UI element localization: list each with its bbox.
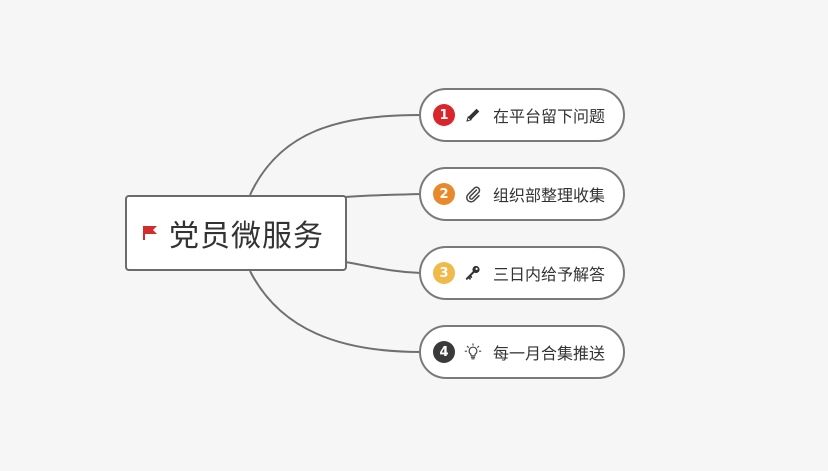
- key-icon: [465, 265, 480, 280]
- branch-label-4: 每一月合集推送: [493, 344, 606, 363]
- connector-branch-2: [344, 193, 422, 198]
- branch-node-3[interactable]: 3 三日内给予解答: [419, 246, 625, 300]
- connector-branch-1: [249, 114, 422, 196]
- central-topic[interactable]: 党员微服务: [125, 195, 347, 271]
- flag-icon: [143, 226, 157, 240]
- lightbulb-icon: [464, 343, 482, 360]
- connector-branch-3: [344, 261, 422, 274]
- pencil-icon: [466, 108, 480, 122]
- priority-badge-4: 4: [433, 341, 455, 363]
- branch-label-3: 三日内给予解答: [493, 265, 606, 284]
- branch-label-2: 组织部整理收集: [493, 186, 606, 205]
- priority-badge-2: 2: [433, 183, 455, 205]
- branch-label-1: 在平台留下问题: [493, 107, 606, 126]
- central-topic-label: 党员微服务: [169, 219, 324, 254]
- priority-badge-1: 1: [433, 104, 455, 126]
- paperclip-icon: [466, 186, 481, 203]
- branch-node-4[interactable]: 4 每一月合集推送: [419, 325, 625, 379]
- branch-node-2[interactable]: 2 组织部整理收集: [419, 167, 625, 221]
- branch-node-1[interactable]: 1 在平台留下问题: [419, 88, 625, 142]
- priority-badge-3: 3: [433, 262, 455, 284]
- connector-branch-4: [249, 270, 422, 353]
